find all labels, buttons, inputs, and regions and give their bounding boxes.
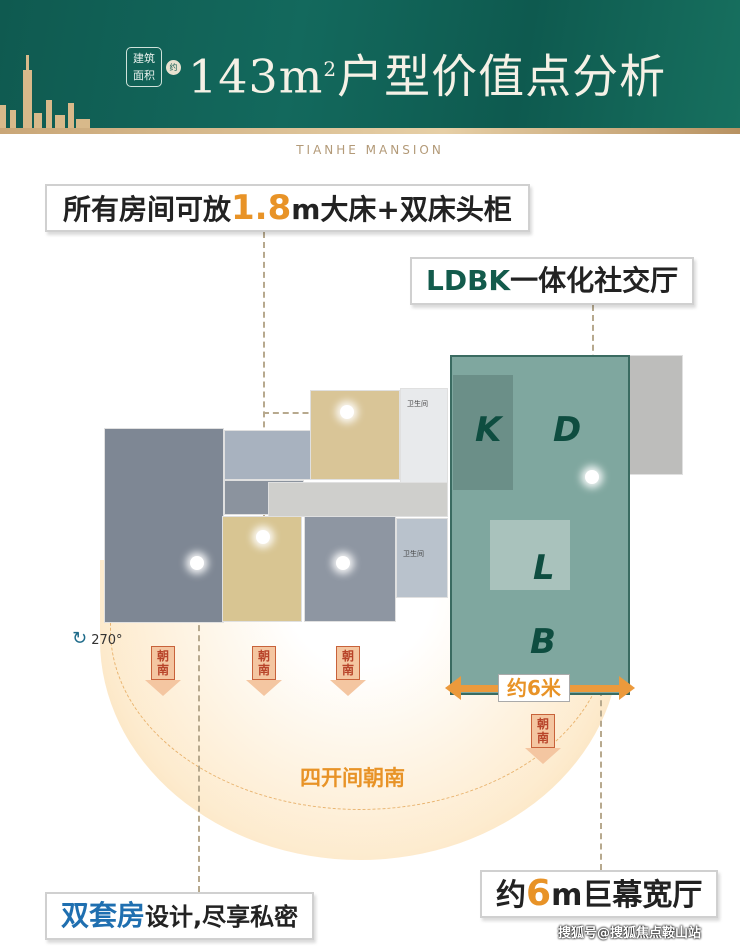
sofa [490, 520, 570, 590]
rotation-label: 270° [91, 633, 123, 648]
arrow-right-icon [619, 676, 635, 700]
master-bathroom [224, 430, 320, 480]
about-badge: 约 [166, 60, 181, 75]
title-sup: 2 [323, 57, 338, 81]
callout-suites: 双套房设计,尽享私密 [45, 892, 315, 940]
badge-line: 面积 [133, 69, 155, 82]
corridor [268, 482, 448, 517]
badge-line: 建筑 [133, 52, 155, 65]
light-dot [336, 556, 350, 570]
fan-label: 四开间朝南 [300, 766, 405, 790]
light-dot [256, 530, 270, 544]
rotation-indicator: ↻ 270° [72, 628, 123, 649]
light-dot [340, 405, 354, 419]
light-dot [585, 470, 599, 484]
zone-l: L [533, 548, 555, 588]
callout-ldbk: LDBK一体化社交厅 [410, 257, 695, 305]
light-dot [190, 556, 204, 570]
callout-beds: 所有房间可放1.8m大床+双床头柜 [45, 184, 530, 232]
header-banner: 建筑面积 约 143m2户型价值点分析 [0, 0, 740, 132]
arrow-left-icon [445, 676, 461, 700]
leader-line [263, 232, 265, 537]
width-label: 约6米 [498, 674, 570, 702]
bedroom-north [310, 390, 400, 480]
south-arrow: 朝南 [246, 646, 282, 696]
bathroom-east: 卫生间 [396, 518, 448, 598]
bedroom-east [304, 516, 396, 622]
south-arrow: 朝南 [330, 646, 366, 696]
leader-line [198, 575, 200, 892]
master-bedroom [104, 428, 224, 623]
room-label: 卫生间 [407, 400, 428, 408]
kitchen [453, 375, 513, 490]
title-text: 户型价值点分析 [337, 49, 667, 104]
bathroom-north: 卫生间 [400, 388, 448, 483]
zone-k: K [475, 410, 502, 450]
south-arrow: 朝南 [145, 646, 181, 696]
rotate-icon: ↻ [72, 628, 88, 649]
gold-divider [0, 128, 740, 134]
page-title: 143m2户型价值点分析 [188, 40, 666, 105]
leader-line [600, 690, 602, 870]
zone-b: B [530, 622, 556, 662]
title-area: 143m [188, 49, 324, 104]
leader-line [263, 412, 348, 414]
area-badge: 建筑面积 [126, 47, 162, 87]
watermark: 搜狐号@搜狐焦点鞍山站 [558, 926, 702, 941]
callout-hall: 约6m巨幕宽厅 [480, 870, 719, 918]
room-label: 卫生间 [403, 550, 424, 558]
south-arrow: 朝南 [525, 714, 561, 764]
skyline-icon [0, 55, 90, 130]
brand-subtitle: TIANHE MANSION [296, 143, 444, 157]
zone-d: D [553, 410, 582, 450]
